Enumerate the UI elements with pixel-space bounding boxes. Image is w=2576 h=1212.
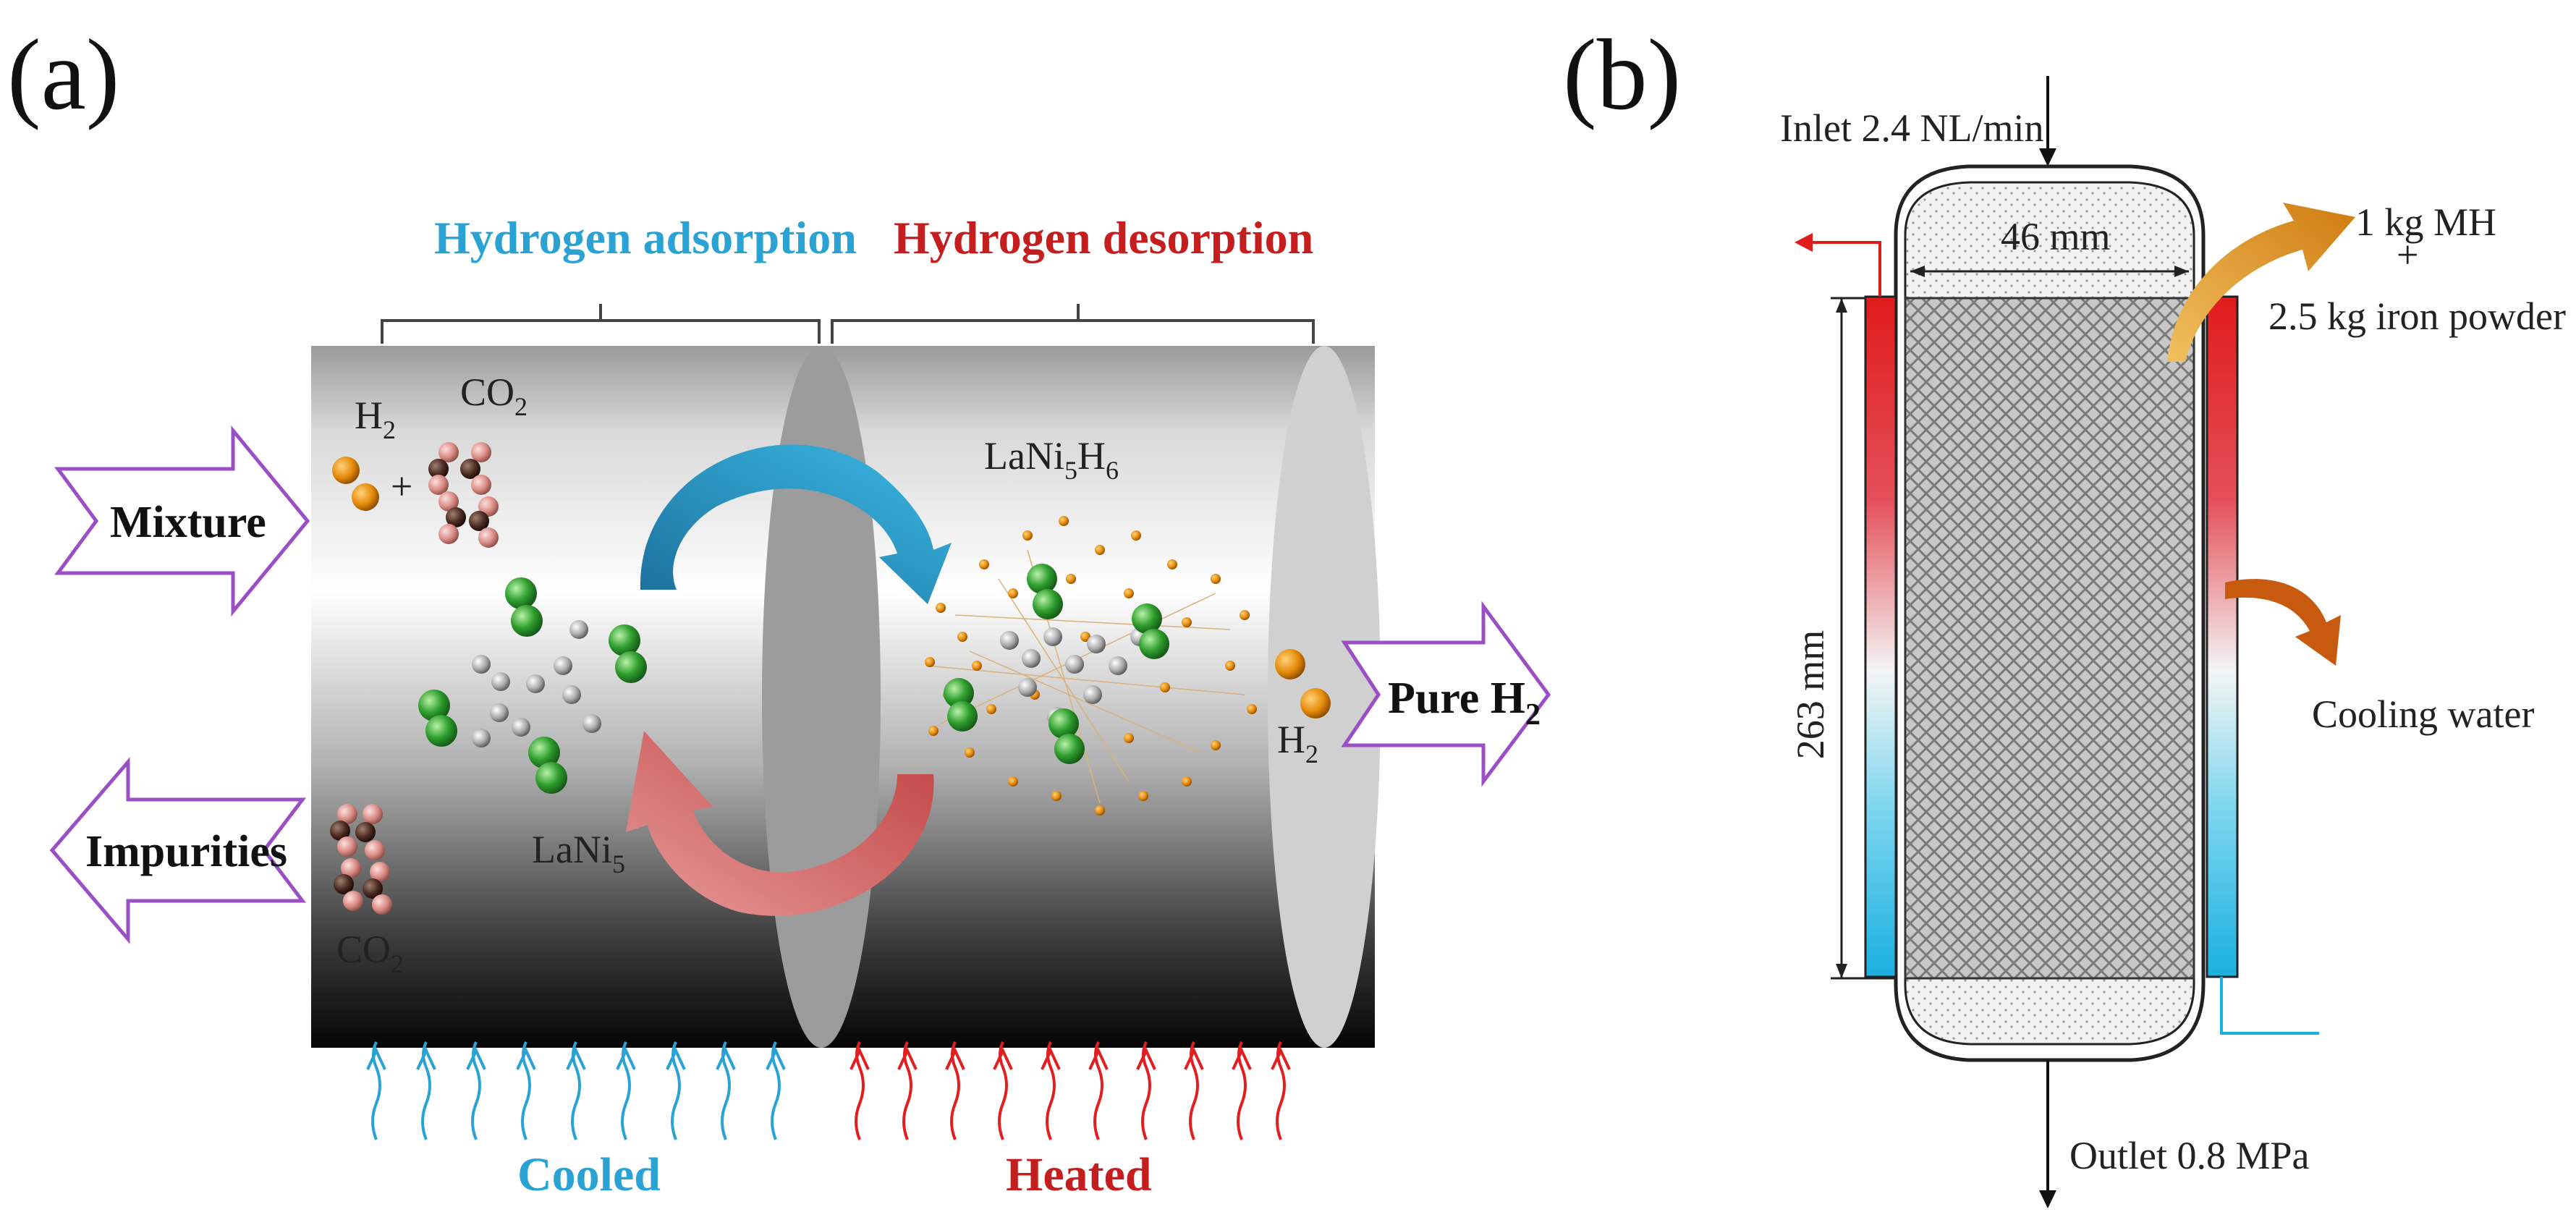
h2-molecule-top bbox=[332, 457, 379, 511]
lani5h6-label-a: LaNi bbox=[984, 434, 1064, 478]
inlet-label: Inlet 2.4 NL/min bbox=[1780, 106, 2043, 150]
cooled-lines bbox=[366, 1041, 786, 1140]
panel-b-label: (b) bbox=[1563, 19, 1681, 131]
lani5-label: LaNi bbox=[532, 828, 612, 871]
mixture-label: Mixture bbox=[110, 498, 266, 547]
panel-a: (a) Hydrogen adsorption Hydrogen desorpt… bbox=[7, 19, 1551, 1201]
cooling-jacket-right bbox=[2206, 295, 2239, 978]
heading-adsorption: Hydrogen adsorption bbox=[434, 212, 857, 263]
panel-a-label: (a) bbox=[7, 19, 119, 131]
h2-top-sub: 2 bbox=[383, 415, 396, 444]
plus-small: + bbox=[2397, 233, 2418, 276]
width-dimension bbox=[1910, 266, 2189, 277]
co2-bottom-label: CO bbox=[336, 928, 391, 971]
cooling-water-arrow bbox=[2225, 579, 2341, 666]
cooled-label: Cooled bbox=[517, 1148, 661, 1201]
co2-molecules-bottom bbox=[330, 804, 392, 915]
heated-lines bbox=[850, 1041, 1291, 1140]
desorption-cycle-arrow bbox=[626, 731, 934, 916]
svg-text:LaNi5: LaNi5 bbox=[532, 828, 625, 878]
co2-bottom-sub: 2 bbox=[391, 949, 404, 978]
pure-h2-sub: 2 bbox=[1525, 698, 1541, 732]
adsorption-cycle-arrow bbox=[640, 444, 952, 604]
outlet-arrow bbox=[2039, 1060, 2056, 1208]
lani5h6-sub2: 6 bbox=[1106, 456, 1119, 485]
water-inlet-pipe bbox=[2220, 977, 2319, 1035]
co2-molecules-top bbox=[428, 442, 499, 548]
panel-b: (b) Inlet 2.4 NL/min 46 mm 263 mm bbox=[1563, 19, 2566, 1208]
inlet-arrow bbox=[2039, 76, 2056, 166]
bracket-adsorption bbox=[381, 304, 821, 344]
heated-label: Heated bbox=[1006, 1148, 1152, 1201]
svg-text:CO2: CO2 bbox=[460, 370, 528, 421]
pure-h2-label: Pure H bbox=[1388, 674, 1525, 723]
co2-top-sub: 2 bbox=[514, 392, 528, 421]
impurities-arrow: Impurities bbox=[49, 757, 307, 944]
iron-label: 2.5 kg iron powder bbox=[2268, 294, 2566, 338]
lani5-sub: 5 bbox=[612, 849, 625, 878]
svg-text:H2: H2 bbox=[1277, 718, 1318, 768]
heading-desorption: Hydrogen desorption bbox=[894, 212, 1313, 263]
svg-text:LaNi5H6: LaNi5H6 bbox=[984, 434, 1119, 485]
lani5-cluster bbox=[418, 577, 647, 794]
height-label: 263 mm bbox=[1789, 630, 1832, 760]
water-outlet-pipe bbox=[1795, 233, 1881, 297]
co2-top-label: CO bbox=[460, 370, 514, 414]
lani5h6-label-b: H bbox=[1077, 434, 1106, 478]
svg-text:CO2: CO2 bbox=[336, 928, 404, 978]
plus-sign: + bbox=[391, 465, 412, 508]
h2-right-sub: 2 bbox=[1305, 740, 1318, 768]
pure-h2-arrow: Pure H2 bbox=[1341, 601, 1551, 787]
h2-top-label: H bbox=[355, 394, 383, 437]
svg-text:Pure H2: Pure H2 bbox=[1388, 674, 1541, 732]
h2-molecule-right bbox=[1275, 649, 1331, 719]
mixture-arrow: Mixture bbox=[54, 425, 310, 616]
cooling-water-label: Cooling water bbox=[2312, 692, 2534, 736]
width-label: 46 mm bbox=[2001, 215, 2111, 258]
lani5h6-sub1: 5 bbox=[1064, 456, 1077, 485]
svg-text:H2: H2 bbox=[355, 394, 396, 444]
cooling-jacket-left bbox=[1864, 295, 1897, 978]
reactor-vessel bbox=[1894, 164, 2206, 1062]
impurities-label: Impurities bbox=[85, 827, 287, 876]
mh-arrow bbox=[2167, 203, 2355, 362]
lani5h6-cluster bbox=[925, 516, 1257, 815]
mh-label: 1 kg MH bbox=[2355, 200, 2496, 244]
h2-right-label: H bbox=[1277, 718, 1305, 761]
outlet-label: Outlet 0.8 MPa bbox=[2069, 1134, 2310, 1177]
bracket-desorption bbox=[831, 304, 1315, 344]
